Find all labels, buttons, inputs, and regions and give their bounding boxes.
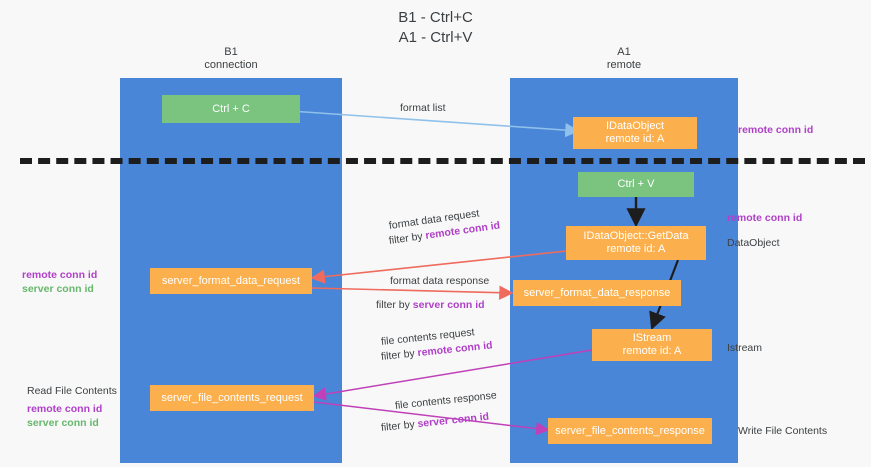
- annotation-left-remote-conn-id-mid: remote conn id: [22, 269, 98, 281]
- annotation-remote-conn-id-top: remote conn id: [738, 124, 814, 136]
- node-server-format-data-request[interactable]: server_format_data_request: [150, 268, 312, 294]
- page-title: B1 - Ctrl+C A1 - Ctrl+V: [398, 9, 473, 46]
- annotation-left-remote-conn-id-bottom: remote conn id: [27, 403, 103, 415]
- annotation-dataobject: DataObject: [727, 237, 780, 249]
- filter-key-server-conn-id: server conn id: [412, 299, 485, 311]
- annotation-left-server-conn-id-bottom: server conn id: [27, 417, 99, 429]
- node-idataobject-getdata[interactable]: IDataObject::GetData remote id: A: [566, 226, 706, 260]
- edge-label-format-data-response-filter: filter by server conn id: [376, 298, 485, 312]
- node-ctrl-v[interactable]: Ctrl + V: [578, 172, 694, 197]
- phase-separator: [20, 158, 865, 164]
- node-server-file-contents-response[interactable]: server_file_contents_response: [548, 418, 712, 444]
- edge-label-format-data-response: format data response: [390, 275, 490, 287]
- annotation-remote-conn-id-mid: remote conn id: [727, 212, 803, 224]
- lane-header-a1: A1 remote: [606, 46, 642, 71]
- node-idataobject[interactable]: IDataObject remote id: A: [573, 117, 697, 149]
- edge-file-contents-request: [312, 349, 593, 401]
- annotation-istream: Istream: [727, 342, 763, 354]
- edge-format-data-response: [311, 285, 514, 300]
- node-server-file-contents-request[interactable]: server_file_contents_request: [150, 385, 314, 411]
- annotation-write-file-contents: Write File Contents: [738, 425, 828, 437]
- lane-header-b1: B1 connection: [204, 46, 258, 71]
- annotation-left-server-conn-id-mid: server conn id: [22, 283, 94, 295]
- filter-prefix: filter by: [376, 299, 413, 311]
- node-istream[interactable]: IStream remote id: A: [592, 329, 712, 361]
- edge-label-format-list: format list: [400, 102, 446, 114]
- edge-file-contents-response: [313, 401, 550, 436]
- node-ctrl-c[interactable]: Ctrl + C: [162, 95, 300, 123]
- edge-format-data-request: [310, 249, 577, 284]
- filter-prefix: filter by: [380, 418, 419, 434]
- edge-format-list: [275, 109, 580, 138]
- annotation-read-file-contents: Read File Contents: [27, 385, 117, 397]
- filter-prefix: filter by: [380, 347, 419, 363]
- node-server-format-data-response[interactable]: server_format_data_response: [513, 280, 681, 306]
